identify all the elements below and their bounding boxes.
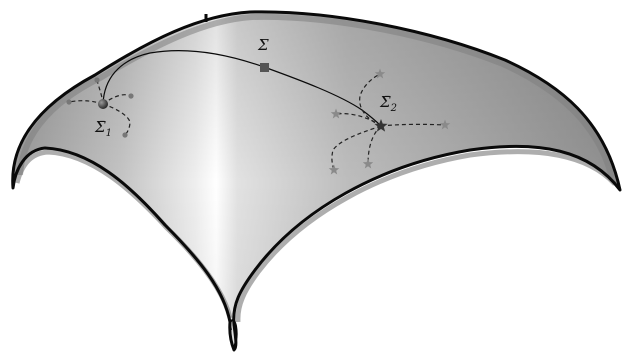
star-bottom-icon	[362, 158, 374, 169]
sigma-marker-square	[260, 63, 269, 72]
sigma2-label-sub: 2	[390, 103, 397, 114]
sigma-label: Σ	[257, 36, 269, 54]
surface-shade	[12, 11, 621, 350]
sigma1-endpoints	[66, 77, 134, 138]
sigma1-label: Σ̄1	[94, 118, 112, 139]
sigma1-label-main: Σ̄	[94, 118, 106, 136]
sigma1-point	[98, 99, 108, 109]
star-bottom-left-icon	[328, 164, 340, 175]
sigma2-stars	[328, 68, 451, 175]
sigma2-label-main: Σ̄	[379, 93, 391, 111]
sigma1-label-sub: 1	[106, 128, 112, 139]
sigma2-star-center-icon	[374, 119, 388, 132]
star-right-icon	[439, 119, 451, 130]
upper-rim-shadow	[17, 13, 615, 179]
star-top-icon	[374, 68, 386, 79]
sigma2-label: Σ̄2	[379, 93, 397, 114]
lower-right-rim	[235, 149, 617, 323]
star-left-icon	[330, 108, 342, 119]
cusp-loop	[229, 319, 238, 349]
surface-outline	[11, 10, 622, 352]
